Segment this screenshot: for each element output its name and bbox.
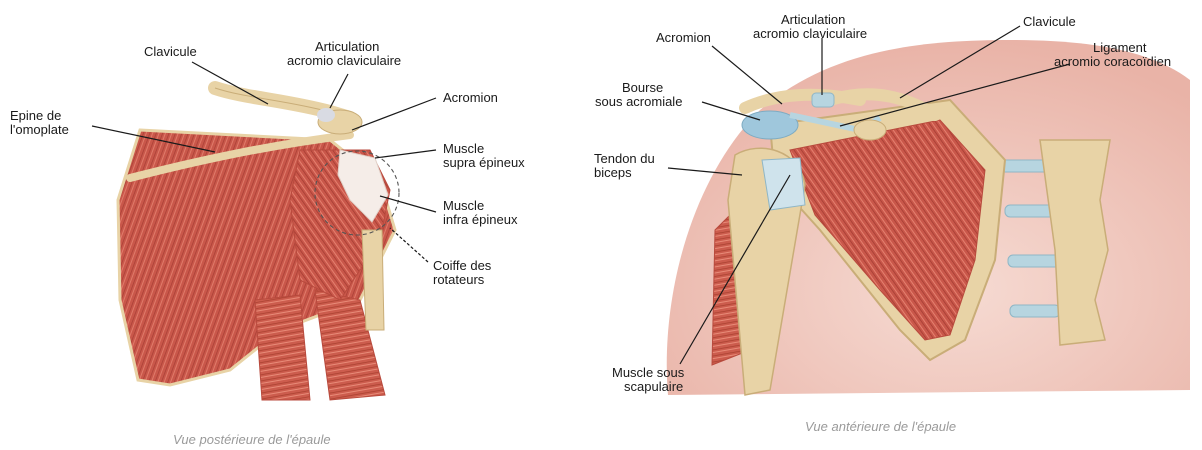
anterior-view-illustration <box>667 40 1190 395</box>
caption-posterior: Vue postérieure de l'épaule <box>173 432 331 447</box>
label-anterior-articulation-1: Articulation <box>781 12 845 27</box>
label-posterior-articulation-2: acromio claviculaire <box>287 53 401 68</box>
label-posterior-infra-2: infra épineux <box>443 212 518 227</box>
label-anterior-tendon-2: biceps <box>594 165 632 180</box>
label-anterior-bourse-2: sous acromiale <box>595 94 682 109</box>
label-posterior-epine-1: Epine de <box>10 108 61 123</box>
label-anterior-clavicule: Clavicule <box>1023 14 1076 29</box>
subacromial-bursa <box>742 111 798 139</box>
label-posterior-supra-1: Muscle <box>443 141 484 156</box>
anterior-ac-joint <box>812 93 834 107</box>
label-anterior-sous-scap-2: scapulaire <box>624 379 683 394</box>
label-anterior-articulation-2: acromio claviculaire <box>753 26 867 41</box>
ac-joint-cartilage <box>317 108 335 122</box>
label-posterior-coiffe-1: Coiffe des <box>433 258 492 273</box>
label-posterior-epine-2: l'omoplate <box>10 122 69 137</box>
subscapularis-tendon <box>762 158 805 210</box>
caption-anterior: Vue antérieure de l'épaule <box>805 419 956 434</box>
label-anterior-sous-scap-1: Muscle sous <box>612 365 685 380</box>
posterior-view-illustration <box>118 88 399 400</box>
humerus-bone <box>362 230 384 330</box>
label-posterior-supra-2: supra épineux <box>443 155 525 170</box>
label-anterior-ligament-1: Ligament <box>1093 40 1147 55</box>
label-anterior-tendon-1: Tendon du <box>594 151 655 166</box>
coracoid-process <box>854 120 886 140</box>
label-anterior-bourse-1: Bourse <box>622 80 663 95</box>
label-posterior-infra-1: Muscle <box>443 198 484 213</box>
label-posterior-coiffe-2: rotateurs <box>433 272 485 287</box>
label-anterior-ligament-2: acromio coracoïdien <box>1054 54 1171 69</box>
label-posterior-clavicule: Clavicule <box>144 44 197 59</box>
arm-muscle-left <box>255 295 310 400</box>
label-posterior-articulation-1: Articulation <box>315 39 379 54</box>
label-posterior-acromion: Acromion <box>443 90 498 105</box>
label-anterior-acromion: Acromion <box>656 30 711 45</box>
